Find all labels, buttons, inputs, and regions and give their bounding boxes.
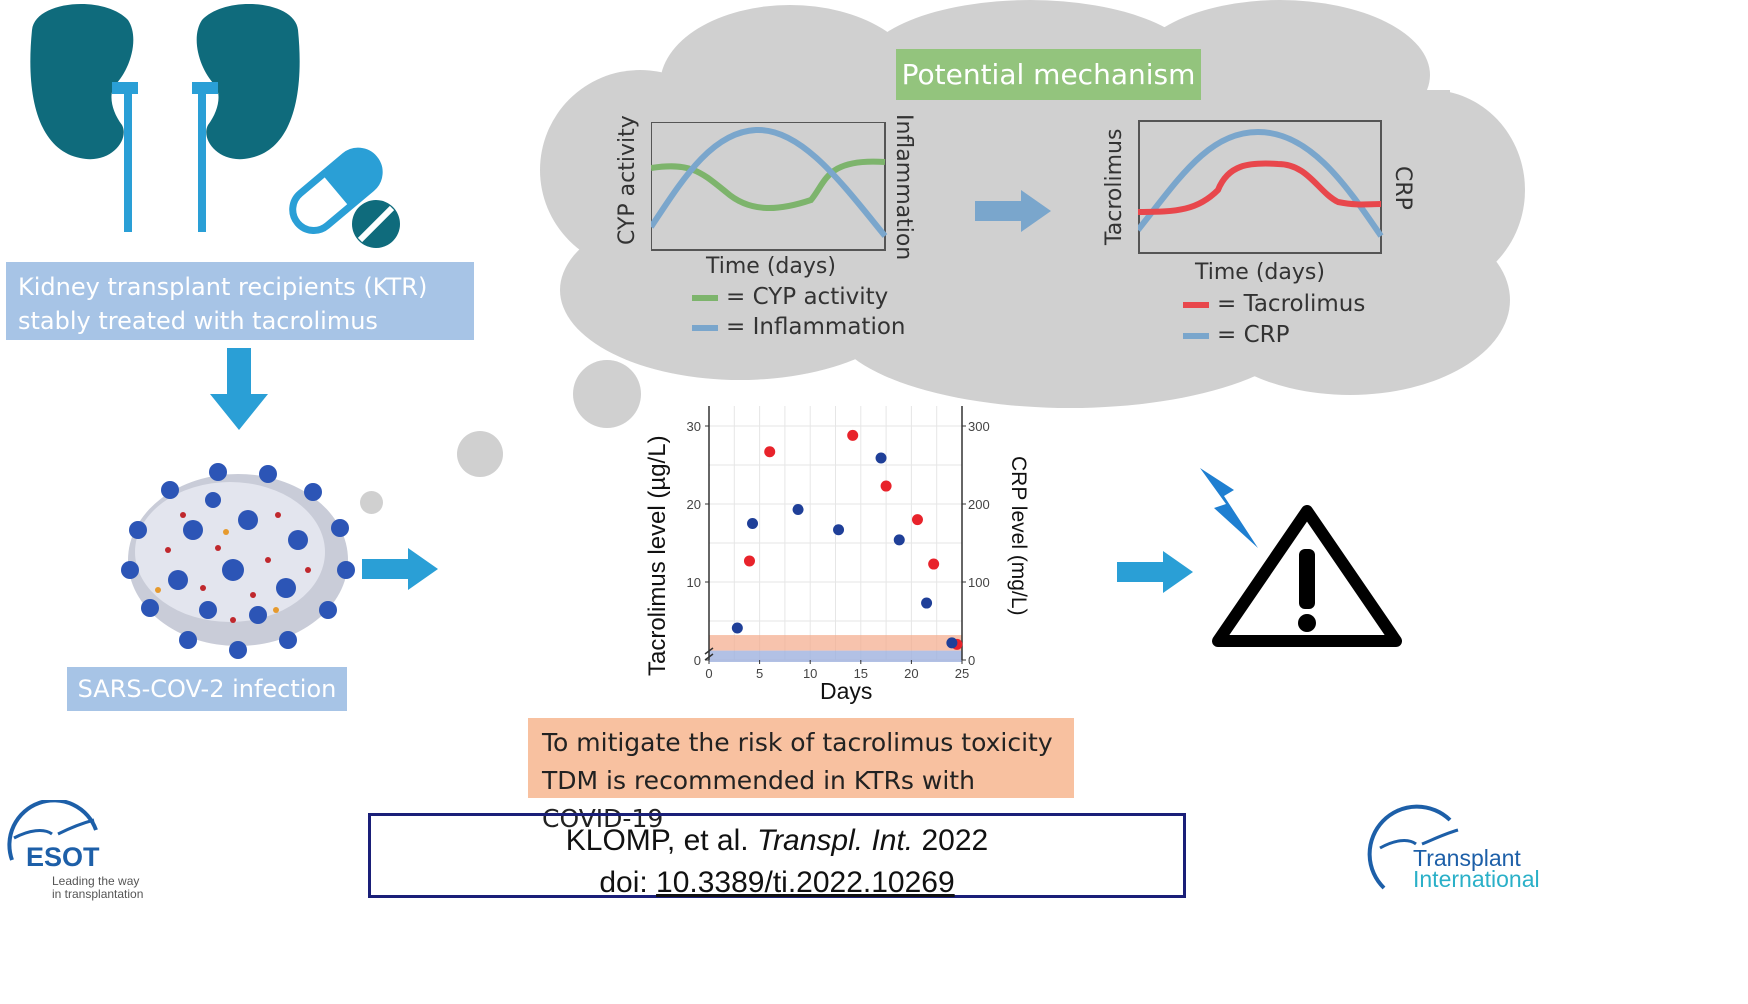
crp-point: [792, 503, 804, 515]
kidney-icon: [30, 3, 300, 232]
y-tick-label-right: 0: [968, 653, 975, 668]
y-tick-label-right: 100: [968, 575, 990, 590]
crp-point: [833, 524, 845, 536]
y-tick-label-left: 10: [687, 575, 701, 590]
ktr-line-2: stably treated with tacrolimus: [18, 307, 378, 335]
conclusion-line-1: To mitigate the risk of tacrolimus toxic…: [542, 728, 1053, 757]
infection-box: SARS-COV-2 infection: [67, 667, 347, 711]
tacrolimus-curve: [1138, 160, 1382, 215]
conclusion-line-2: TDM is recommended in KTRs with COVID-19: [542, 766, 975, 833]
mini-right-xlabel: Time (days): [1195, 260, 1325, 285]
citation-doi-link[interactable]: 10.3389/ti.2022.10269: [656, 866, 955, 899]
x-tick-label: 25: [955, 666, 969, 681]
citation-year: 2022: [921, 824, 989, 857]
esot-logo-icon: [7, 800, 98, 861]
conclusion-box: To mitigate the risk of tacrolimus toxic…: [528, 718, 1074, 833]
y-tick-label-right: 200: [968, 497, 990, 512]
legend-cyp: = CYP activity: [692, 284, 888, 310]
tacrolimus-point: [847, 429, 859, 441]
legend-crp: = CRP: [1183, 322, 1290, 348]
mini-left-xlabel: Time (days): [706, 254, 836, 279]
virus-icon: [121, 463, 355, 659]
citation-authors: KLOMP, et al.: [565, 824, 749, 857]
crp-point: [747, 518, 759, 529]
pill-icon: [289, 147, 400, 248]
mini-left-ylabel: CYP activity: [615, 115, 640, 245]
ti-logo-line-2: International: [1413, 866, 1540, 892]
inflammation-curve: [651, 126, 888, 238]
y-tick-label-left: 20: [687, 497, 701, 512]
tacrolimus-point: [764, 446, 776, 458]
x-tick-label: 10: [803, 666, 817, 681]
citation-box: KLOMP, et al. Transpl. Int. 2022 doi: 10…: [368, 813, 1186, 899]
mini-chart-right: [1138, 120, 1384, 254]
citation-line-1: KLOMP, et al. Transpl. Int. 2022: [371, 820, 1183, 862]
cloud-bubble-small: [360, 491, 383, 514]
citation-line-2: doi: 10.3389/ti.2022.10269: [371, 862, 1183, 904]
crp-curve: [1138, 128, 1384, 238]
tacrolimus-point: [928, 558, 940, 570]
ti-logo-line-1: Transplant: [1413, 845, 1521, 871]
y-tick-label-right: 300: [968, 419, 990, 434]
y-tick-label-left: 0: [694, 653, 701, 668]
esot-tagline-1: Leading the way: [52, 874, 140, 888]
mechanism-title-text: Potential mechanism: [901, 58, 1196, 91]
esot-logo-text: ESOT: [26, 842, 100, 872]
tacrolimus-point: [743, 555, 755, 567]
x-tick-label: 15: [854, 666, 868, 681]
tacrolimus-point: [911, 514, 923, 526]
infection-label: SARS-COV-2 infection: [77, 675, 337, 703]
x-tick-label: 20: [904, 666, 918, 681]
warning-icon: [1212, 505, 1402, 647]
scatter-ylabel-left: Tacrolimus level (µg/L): [644, 435, 671, 676]
cloud-bubble-large: [573, 360, 641, 428]
tacrolimus-target-band: [709, 635, 962, 651]
esot-tagline-2: in transplantation: [52, 887, 144, 901]
crp-point: [893, 534, 905, 546]
x-tick-label: 0: [705, 666, 712, 681]
crp-point: [731, 622, 743, 634]
crp-point: [921, 597, 933, 609]
mechanism-title: Potential mechanism: [896, 49, 1201, 100]
x-tick-label: 5: [756, 666, 763, 681]
right-arrow-icon-2: [1117, 551, 1193, 593]
cyp-activity-curve: [651, 158, 886, 211]
lightning-icon: [1200, 468, 1258, 548]
scatter-xlabel: Days: [820, 678, 873, 704]
mini-right-ylabel-right: CRP: [1390, 166, 1415, 210]
right-arrow-icon: [362, 548, 438, 590]
legend-inflammation-swatch: [692, 324, 718, 331]
transplant-international-logo-icon: [1367, 804, 1459, 890]
legend-tacrolimus: = Tacrolimus: [1183, 291, 1365, 317]
legend-cyp-swatch: [692, 294, 718, 301]
crp-point: [875, 452, 887, 464]
scatter-ylabel-right: CRP level (mg/L): [1007, 456, 1030, 616]
ktr-box: Kidney transplant recipients (KTR) stabl…: [6, 262, 474, 340]
crp-reference-band: [709, 650, 962, 662]
tacrolimus-point: [880, 480, 892, 492]
cloud-bubble-medium: [457, 431, 503, 477]
legend-tacrolimus-swatch: [1183, 301, 1209, 308]
ktr-line-1: Kidney transplant recipients (KTR): [18, 273, 428, 301]
axis-break-icon: [704, 647, 714, 661]
mini-chart-left: [651, 122, 888, 251]
mini-right-ylabel: Tacrolimus: [1102, 128, 1127, 245]
crp-point: [946, 637, 958, 649]
mini-left-ylabel-right: Inflammation: [891, 114, 916, 261]
mechanism-arrow-icon: [975, 190, 1051, 232]
down-arrow-icon: [210, 348, 268, 430]
citation-doi-prefix: doi:: [599, 866, 648, 899]
legend-crp-swatch: [1183, 332, 1209, 339]
citation-journal: Transpl. Int.: [756, 824, 914, 857]
legend-inflammation: = Inflammation: [692, 314, 906, 340]
y-tick-label-left: 30: [687, 419, 701, 434]
